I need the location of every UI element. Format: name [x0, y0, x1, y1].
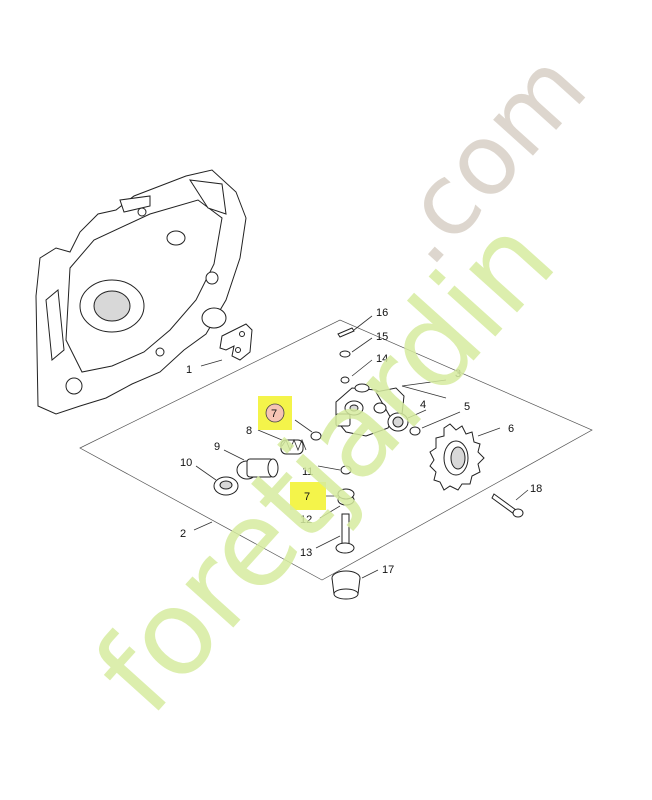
pin — [337, 327, 355, 338]
small-ring — [340, 376, 350, 384]
spring-body — [280, 439, 304, 455]
callout-15: 15 — [376, 331, 388, 343]
callout-11: 11 — [302, 466, 313, 478]
callout-9: 9 — [214, 441, 220, 453]
callout-2: 2 — [180, 528, 186, 540]
screw — [491, 493, 524, 518]
callout-5: 5 — [464, 401, 470, 413]
housing-bracket — [219, 323, 253, 361]
oil-pump-body — [335, 383, 405, 437]
plug — [213, 476, 239, 496]
callout-6: 6 — [508, 423, 514, 435]
assembly-frame — [79, 319, 593, 581]
bushing — [331, 570, 361, 600]
callout-3: 3 — [455, 368, 461, 380]
crankcase-housing — [35, 169, 247, 415]
callout-7-lower: 7 — [304, 491, 310, 503]
highlight-box-7-lower — [290, 482, 326, 510]
pump-piston — [335, 513, 355, 554]
adjusting-screw — [236, 458, 279, 480]
callout-12: 12 — [300, 514, 312, 526]
pump-seal-ring — [387, 412, 409, 432]
callout-13: 13 — [300, 547, 312, 559]
callout-14: 14 — [376, 353, 388, 365]
highlight-circle-7 — [265, 403, 285, 423]
callout-10: 10 — [180, 457, 192, 469]
callout-18: 18 — [530, 483, 542, 495]
sleeve — [337, 488, 355, 506]
o-ring-11 — [340, 465, 352, 475]
callout-17: 17 — [382, 564, 394, 576]
washer-15 — [339, 350, 351, 358]
washer — [409, 426, 421, 436]
worm-gear — [429, 423, 485, 491]
callout-8: 8 — [246, 425, 252, 437]
callout-4: 4 — [420, 399, 426, 411]
callout-16: 16 — [376, 307, 388, 319]
watermark: foretjardin .com — [68, 31, 608, 739]
o-ring-upper — [310, 431, 322, 441]
callout-7-upper: 7 — [271, 408, 277, 420]
callout-1: 1 — [186, 364, 192, 376]
